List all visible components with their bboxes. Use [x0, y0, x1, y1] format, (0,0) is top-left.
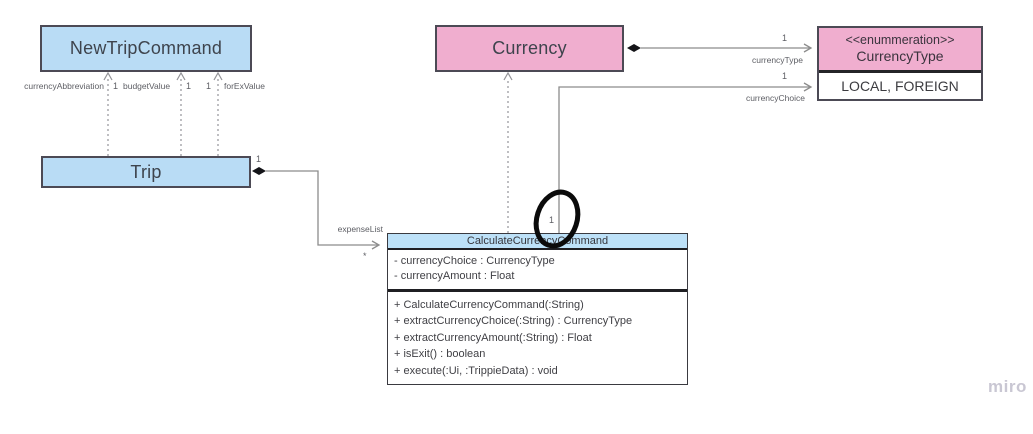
edge-label-currency-type: currencyType: [751, 55, 803, 65]
multiplicity-budget-value: 1: [186, 81, 192, 91]
class-title: NewTripCommand: [69, 38, 223, 58]
edge-label-for-ex-value: forExValue: [224, 81, 265, 91]
multiplicity-trip: 1: [256, 154, 262, 164]
method-line: + extractCurrencyChoice(:String) : Curre…: [394, 315, 633, 327]
enum-header: <<enummeration>> CurrencyType: [819, 28, 981, 73]
class-methods-compartment: + CalculateCurrencyCommand(:String) + ex…: [388, 292, 687, 385]
attribute-line: - currencyChoice : CurrencyType: [394, 254, 555, 267]
miro-watermark: miro: [988, 377, 1027, 396]
arrowhead-budgetValue: [176, 71, 186, 81]
arrowhead-forExValue: [213, 71, 223, 81]
class-attributes-compartment: - currencyChoice : CurrencyType - curren…: [388, 250, 687, 292]
method-line: + execute(:Ui, :TrippieData) : void: [394, 364, 558, 377]
arrowhead-currencyAbbreviation: [103, 71, 113, 81]
enum-literals: LOCAL, FOREIGN: [819, 73, 981, 99]
arrowhead-expenseList: [371, 240, 381, 250]
class-box-calculate-currency-command[interactable]: CalculateCurrencyCommand - currencyChoic…: [387, 233, 688, 385]
edge-label-budget-value: budgetValue: [123, 81, 171, 91]
multiplicity-currency-abbreviation: 1: [113, 81, 119, 91]
multiplicity-currency-type: 1: [781, 33, 787, 43]
class-box-trip[interactable]: Trip: [41, 156, 251, 188]
class-title: CalculateCurrencyCommand: [466, 234, 609, 247]
enum-stereotype: <<enummeration>>: [845, 33, 955, 47]
edge-label-currency-choice: currencyChoice: [745, 93, 805, 103]
edge-label-currency-abbreviation: currencyAbbreviation: [24, 81, 104, 91]
class-title: Trip: [130, 161, 162, 182]
multiplicity-for-ex-value: 1: [206, 81, 212, 91]
multiplicity-currency-choice: 1: [781, 71, 787, 81]
multiplicity-circled: 1: [549, 215, 555, 225]
method-line: + isExit() : boolean: [394, 348, 486, 360]
arrowhead-calculate-to-currency: [503, 71, 513, 81]
method-line: + CalculateCurrencyCommand(:String): [394, 298, 584, 311]
association-line-currencyChoice: [558, 86, 810, 233]
method-line: + extractCurrencyAmount(:String) : Float: [394, 331, 592, 344]
class-title: Currency: [492, 38, 567, 58]
enum-title: CurrencyType: [856, 48, 944, 64]
composition-diamond-currency: [627, 44, 641, 52]
arrowhead-currencyChoice: [803, 82, 813, 92]
attribute-line: - currencyAmount : Float: [394, 269, 515, 282]
class-header: CalculateCurrencyCommand: [388, 234, 687, 250]
arrowhead-currencyType: [803, 43, 813, 53]
composition-diamond-trip: [252, 167, 266, 175]
class-box-new-trip-command[interactable]: NewTripCommand: [40, 25, 252, 72]
multiplicity-expense-list: *: [363, 251, 367, 261]
enum-box-currency-type[interactable]: <<enummeration>> CurrencyType LOCAL, FOR…: [817, 26, 983, 101]
edge-label-expense-list: expenseList: [337, 224, 383, 234]
class-box-currency[interactable]: Currency: [435, 25, 624, 72]
